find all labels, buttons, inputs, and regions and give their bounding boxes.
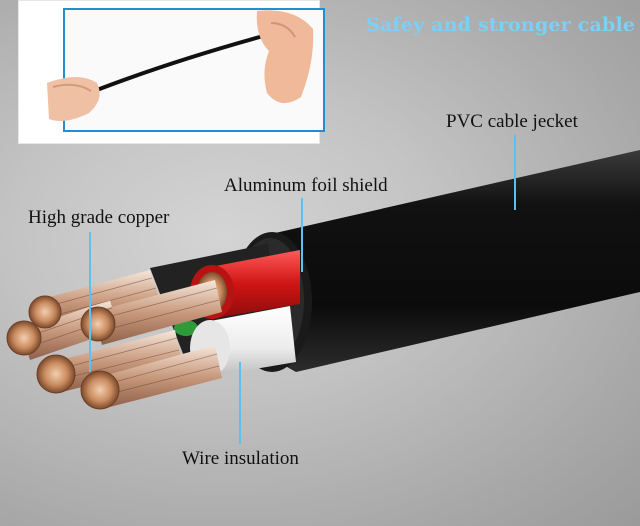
leader-lines xyxy=(89,135,516,444)
label-insulation: Wire insulation xyxy=(182,448,299,469)
hands-bending-cable-photo xyxy=(47,10,314,121)
headline: Safey and stronger cable xyxy=(366,14,636,36)
label-aluminum-foil: Aluminum foil shield xyxy=(224,175,388,196)
copper-strands xyxy=(6,270,222,410)
inset-photo-panel xyxy=(18,0,325,144)
green-wire xyxy=(174,320,198,336)
label-copper: High grade copper xyxy=(28,207,170,228)
label-pvc-jacket: PVC cable jecket xyxy=(446,111,578,132)
